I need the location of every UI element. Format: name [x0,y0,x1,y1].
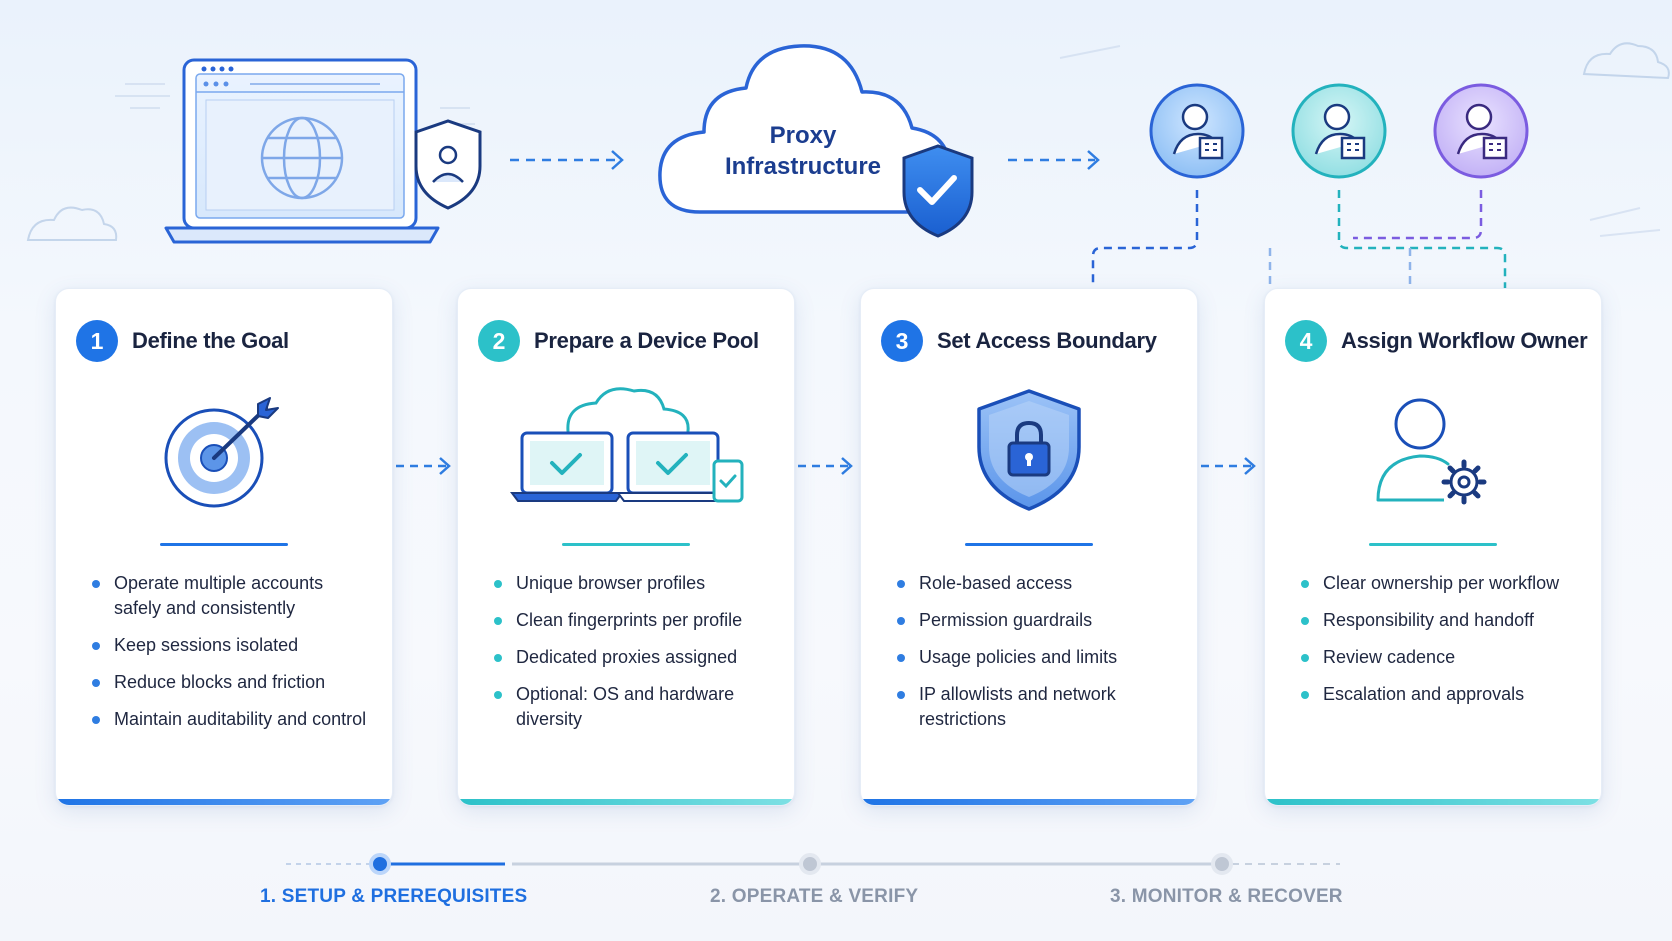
shield-lock-icon [861,385,1197,515]
list-item: Clear ownership per workflow [1301,571,1583,596]
card-divider [160,543,288,546]
card-bullets: Role-based access Permission guardrails … [897,571,1179,744]
phase-dot-1 [369,853,391,875]
gear-icon [1441,459,1487,505]
list-item: Unique browser profiles [494,571,776,596]
phase-label-setup: 1. SETUP & PREREQUISITES [260,886,528,907]
list-item: Escalation and approvals [1301,682,1583,707]
list-item: Optional: OS and hardware diversity [494,682,776,732]
phase-label-operate: 2. OPERATE & VERIFY [710,886,919,907]
card-divider [1369,543,1497,546]
user-avatar-teal [1291,83,1387,179]
list-item: Operate multiple accounts safely and con… [92,571,374,621]
card-bullets: Unique browser profiles Clean fingerprin… [494,571,776,744]
list-item: Maintain auditability and control [92,707,374,732]
card-header: 2 Prepare a Device Pool [478,319,784,363]
phase-dot-2 [799,853,821,875]
card-header: 1 Define the Goal [76,319,382,363]
check-shield-icon [902,144,974,238]
user-shield-icon [414,119,482,210]
proxy-cloud-illustration [658,44,974,238]
list-item: Responsibility and handoff [1301,608,1583,633]
card-prepare-device-pool: 2 Prepare a Device Pool Unique browser p… [457,288,795,806]
avatar-connectors [1091,190,1507,288]
phase-dot-3 [1211,853,1233,875]
list-item: Clean fingerprints per profile [494,608,776,633]
devices-cloud-icon [458,385,794,515]
list-item: Role-based access [897,571,1179,596]
card-accent-bar [861,799,1197,805]
card-bullets: Operate multiple accounts safely and con… [92,571,374,744]
list-item: IP allowlists and network restrictions [897,682,1179,732]
list-item: Permission guardrails [897,608,1179,633]
laptop-browser-illustration [164,58,482,244]
globe-icon [260,116,344,200]
card-title: Prepare a Device Pool [534,328,759,353]
card-title: Set Access Boundary [937,328,1157,353]
card-divider [562,543,690,546]
phase-label-monitor: 3. MONITOR & RECOVER [1110,886,1343,907]
card-title: Assign Workflow Owner [1341,328,1588,353]
arrow-laptop-to-cloud [510,150,624,170]
cloud-title-line1: Proxy [769,122,837,149]
phase-progress-track [286,853,1340,875]
step-number-badge: 1 [76,320,118,362]
card-title: Define the Goal [132,328,289,353]
card-divider [965,543,1093,546]
card-assign-workflow-owner: 4 Assign Workflow Owner Clear ownership … [1264,288,1602,806]
card-accent-bar [56,799,392,805]
user-avatar-blue [1149,83,1245,179]
step-number-badge: 2 [478,320,520,362]
list-item: Dedicated proxies assigned [494,645,776,670]
card-header: 3 Set Access Boundary [881,319,1187,363]
card-accent-bar [458,799,794,805]
card-define-goal: 1 Define the Goal Operate multiple accou… [55,288,393,806]
target-icon [56,385,392,515]
step-number-badge: 3 [881,320,923,362]
card-arrows [396,457,1256,475]
user-gear-icon [1265,385,1601,515]
list-item: Usage policies and limits [897,645,1179,670]
proxy-infrastructure-label: Proxy Infrastructure [708,120,898,182]
card-bullets: Clear ownership per workflow Responsibil… [1301,571,1583,719]
list-item: Reduce blocks and friction [92,670,374,695]
arrow-cloud-to-users [1008,150,1100,170]
step-number-badge: 4 [1285,320,1327,362]
card-set-access-boundary: 3 Set Access Boundary Role-based access … [860,288,1198,806]
list-item: Review cadence [1301,645,1583,670]
list-item: Keep sessions isolated [92,633,374,658]
user-avatar-purple [1433,83,1529,179]
card-accent-bar [1265,799,1601,805]
card-header: 4 Assign Workflow Owner [1285,319,1591,363]
decor-clouds [26,42,1670,241]
cloud-title-line2: Infrastructure [724,153,882,180]
